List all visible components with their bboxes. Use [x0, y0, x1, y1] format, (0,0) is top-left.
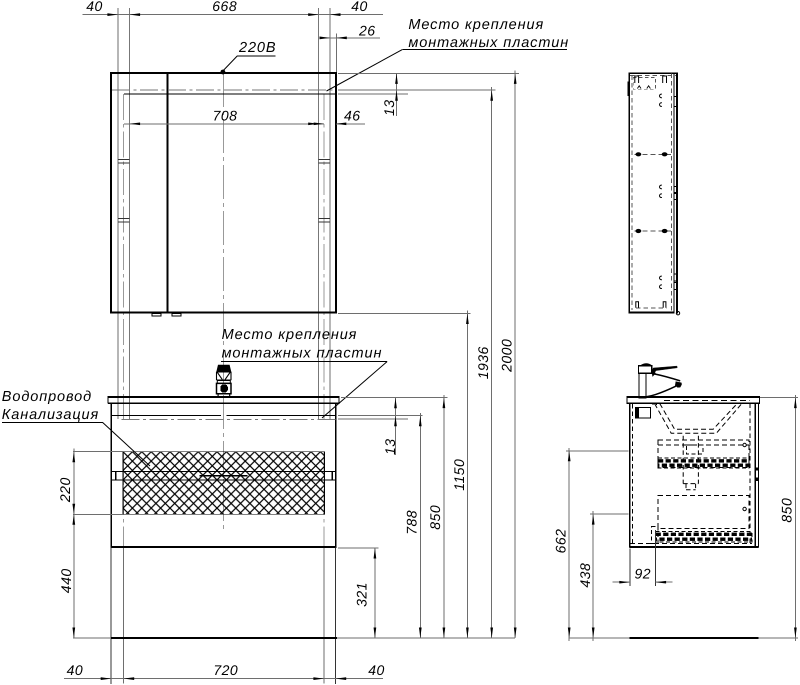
- svg-text:708: 708: [213, 108, 238, 124]
- svg-text:850: 850: [779, 498, 795, 523]
- svg-text:40: 40: [351, 0, 368, 14]
- svg-text:321: 321: [354, 582, 370, 607]
- svg-text:Место крепления: Место крепления: [222, 327, 358, 343]
- svg-text:220: 220: [57, 477, 73, 503]
- svg-text:92: 92: [635, 566, 652, 582]
- svg-text:монтажных пластин: монтажных пластин: [408, 35, 569, 51]
- svg-text:Водопровод: Водопровод: [2, 389, 92, 405]
- svg-text:662: 662: [553, 529, 569, 554]
- svg-text:13: 13: [382, 438, 398, 455]
- svg-text:2000: 2000: [498, 339, 514, 373]
- svg-text:1150: 1150: [451, 459, 467, 491]
- svg-text:40: 40: [86, 0, 103, 14]
- svg-text:монтажных пластин: монтажных пластин: [222, 345, 383, 361]
- svg-text:46: 46: [344, 108, 361, 124]
- svg-text:40: 40: [368, 662, 385, 678]
- svg-text:26: 26: [358, 23, 376, 39]
- svg-text:1936: 1936: [475, 346, 491, 379]
- svg-text:438: 438: [577, 563, 593, 588]
- svg-text:668: 668: [212, 0, 237, 14]
- svg-text:40: 40: [67, 662, 84, 678]
- svg-text:788: 788: [404, 510, 420, 535]
- svg-text:850: 850: [427, 505, 443, 530]
- svg-text:440: 440: [58, 568, 74, 593]
- svg-text:Канализация: Канализация: [2, 407, 99, 423]
- svg-text:720: 720: [213, 662, 238, 678]
- svg-text:13: 13: [381, 99, 397, 116]
- svg-text:Место крепления: Место крепления: [408, 17, 544, 33]
- svg-text:220В: 220В: [238, 40, 276, 56]
